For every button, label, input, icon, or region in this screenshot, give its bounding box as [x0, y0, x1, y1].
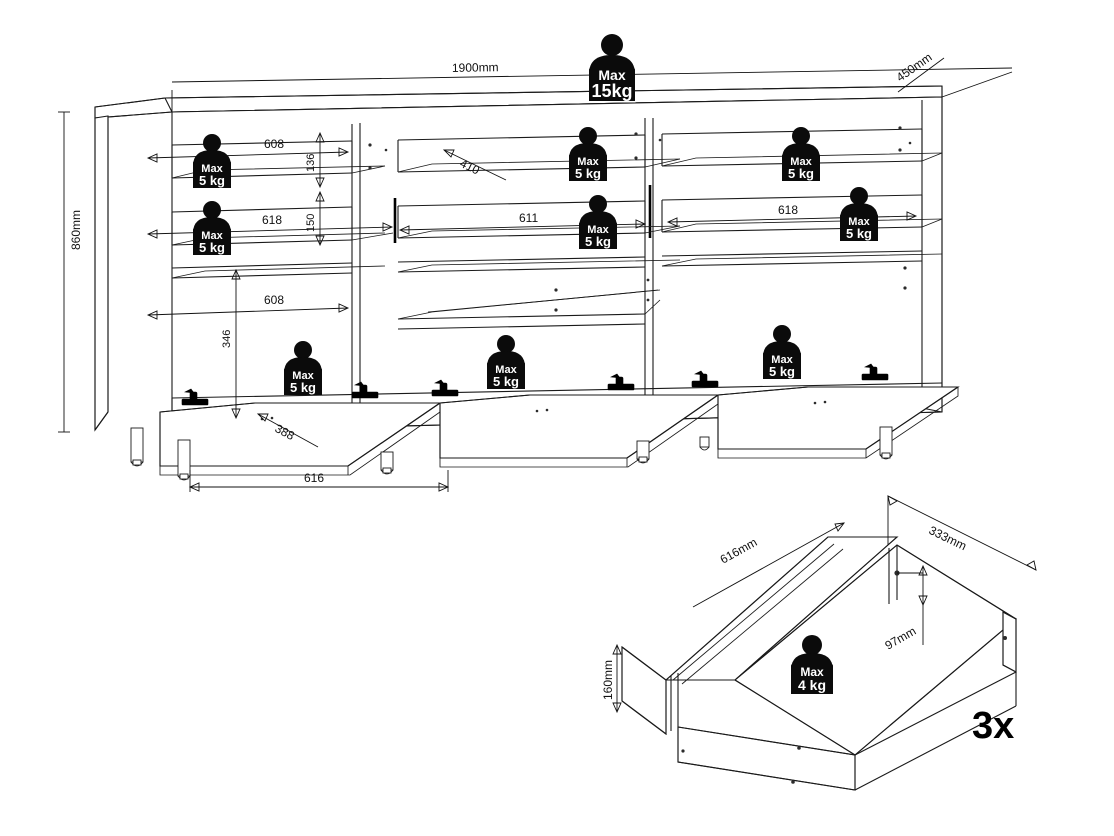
hinge-icon — [691, 370, 719, 388]
dimension-label-150: 150 — [305, 214, 317, 232]
door-panel-right — [717, 386, 960, 459]
drawer-holes — [681, 570, 1007, 784]
hinge-icon — [607, 373, 635, 391]
hinge-icon — [861, 363, 889, 381]
dimension-label-616-door: 616 — [304, 471, 324, 485]
load-badge-shelf-mid-right: Max 5 kg — [840, 187, 878, 241]
leg — [636, 440, 650, 464]
load-badge-label: Max — [201, 230, 223, 242]
load-badge-label: Max — [771, 354, 793, 366]
drawer-right-side-panel — [888, 545, 1017, 673]
load-badge-drawer-label: Max — [800, 665, 824, 679]
load-badge-value: 5 kg — [199, 173, 225, 188]
load-badge-shelf-top-middle: Max 5 kg — [569, 127, 607, 181]
hinge-hardware-group — [181, 363, 889, 406]
dimension-label-611: 611 — [519, 211, 538, 225]
hinge-icon — [431, 379, 459, 397]
drawer-assembly: 616mm 333mm 97mm 160mm — [601, 495, 1037, 791]
shelf-left-bottom — [171, 262, 386, 279]
dimension-346: 346 — [221, 268, 241, 420]
dimension-label-608-top: 608 — [264, 137, 284, 151]
load-badge-label: Max — [587, 224, 609, 236]
dimension-overall-height: 860mm — [58, 111, 83, 433]
drawer-front-panel — [621, 645, 679, 736]
drawer-back-rail — [664, 536, 899, 681]
dimension-drawer-front-height: 160mm — [601, 643, 622, 714]
cabinet-legs — [130, 426, 893, 481]
load-badge-value: 5 kg — [575, 166, 601, 181]
load-badge-value: 5 kg — [585, 234, 611, 249]
dimension-616-door: 616 — [188, 470, 450, 492]
load-badge-drawer: Max 4 kg — [791, 635, 833, 694]
dimension-label-overall-width: 1900mm — [452, 60, 499, 75]
load-badge-label: Max — [292, 370, 314, 382]
dimension-618-left: 618 — [146, 213, 394, 239]
load-badge-label: Max — [848, 216, 870, 228]
leg — [380, 451, 394, 475]
dimension-611: 611 — [398, 211, 647, 235]
dimension-label-overall-height: 860mm — [69, 210, 83, 250]
cabinet-divider-left — [351, 123, 397, 424]
hinge-icon — [351, 381, 379, 399]
hinge-icon — [181, 388, 209, 406]
dimension-150: 150 — [305, 190, 325, 247]
door-panel-left — [159, 402, 442, 476]
load-badge-label: Max — [495, 364, 517, 376]
load-badge-door-left: Max 5 kg — [284, 341, 322, 395]
dimension-label-drawer-front-height: 160mm — [601, 660, 615, 700]
leg — [130, 427, 144, 467]
dimension-label-608-bottom: 608 — [264, 293, 284, 307]
dimension-label-618-left: 618 — [262, 213, 282, 227]
drawer-quantity-label: 3x — [972, 705, 1014, 747]
door-panel-middle — [439, 394, 720, 468]
load-badge-value: 5 kg — [788, 166, 814, 181]
dimension-136: 136 — [305, 131, 325, 189]
dimension-608-bottom: 608 — [146, 293, 350, 320]
dimension-label-136: 136 — [305, 154, 317, 172]
dimension-label-346: 346 — [221, 330, 233, 348]
cabinet-left-side-panel — [94, 115, 109, 432]
load-badge-door-middle: Max 5 kg — [487, 335, 525, 389]
load-badge-label: Max — [577, 156, 599, 168]
dimension-label-drawer-width: 333mm — [927, 523, 969, 553]
load-badge-drawer-value: 4 kg — [798, 677, 826, 693]
drawer-inner-rail — [672, 543, 844, 685]
load-badge-top-label: Max — [598, 67, 625, 83]
load-badge-top-surface: Max 15kg — [589, 34, 635, 101]
assembly-holes — [368, 126, 912, 312]
dimension-label-drawer-length: 616mm — [718, 535, 760, 567]
dimension-608-top: 608 — [146, 137, 350, 163]
leg — [177, 439, 191, 481]
load-badge-label: Max — [201, 163, 223, 175]
load-badge-value: 5 kg — [769, 364, 795, 379]
dimension-label-depth: 450mm — [894, 50, 935, 84]
leg — [699, 436, 710, 451]
leg — [879, 426, 893, 460]
dimension-helper-lines — [171, 71, 1013, 112]
dimension-label-618-right: 618 — [778, 203, 798, 217]
cabinet-assembly: 1900mm 450mm 860mm 608 136 — [58, 50, 1013, 492]
load-badge-shelf-mid-middle: Max 5 kg — [579, 195, 617, 249]
load-badge-top-value: 15kg — [591, 81, 632, 101]
shelf-middle-inner — [397, 289, 661, 330]
load-badge-label: Max — [790, 156, 812, 168]
cabinet-divider-right — [644, 118, 654, 420]
drawer-lower-front — [677, 671, 1017, 791]
load-badge-value: 5 kg — [846, 226, 872, 241]
load-badge-value: 5 kg — [199, 240, 225, 255]
shelf-middle-lower — [397, 256, 681, 273]
load-badge-door-right: Max 5 kg — [763, 325, 801, 379]
load-badge-shelf-mid-left: Max 5 kg — [193, 201, 231, 255]
load-badge-value: 5 kg — [493, 374, 519, 389]
load-badge-shelf-top-left: Max 5 kg — [193, 134, 231, 188]
load-badge-shelf-top-right: Max 5 kg — [782, 127, 820, 181]
shelf-right-bottom — [661, 250, 943, 267]
load-badge-value: 5 kg — [290, 380, 316, 395]
